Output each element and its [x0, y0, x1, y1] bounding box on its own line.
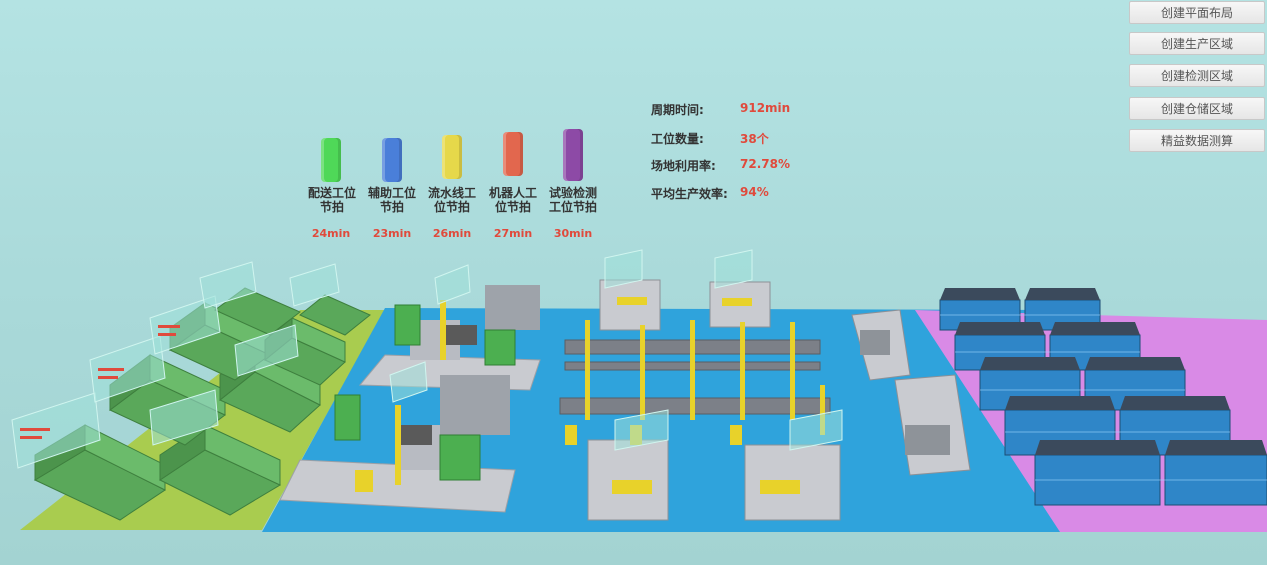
cycle-time-label: 周期时间: [651, 103, 704, 117]
avg-efficiency-value: 94% [740, 185, 769, 199]
legend-label: 机器人工位节拍 [488, 186, 537, 214]
legend-bar-delivery [321, 138, 341, 182]
lean-data-calculation-button[interactable]: 精益数据测算 [1129, 129, 1265, 152]
station-count-value: 38个 [740, 132, 769, 146]
avg-efficiency-label: 平均生产效率: [651, 187, 728, 201]
legend-value: 27min [493, 227, 533, 240]
site-utilization-value: 72.78% [740, 157, 790, 171]
legend-label: 辅助工位节拍 [367, 186, 416, 214]
legend-bar-assembly-line [442, 135, 462, 179]
assembly-lines [559, 249, 843, 521]
green-machine-group [11, 261, 371, 521]
legend-value: 30min [553, 227, 593, 240]
legend-bar-auxiliary [382, 138, 402, 182]
legend-value: 24min [311, 227, 351, 240]
legend-label: 配送工位节拍 [307, 186, 356, 214]
legend-bar-testing [563, 129, 583, 181]
legend-value: 26min [432, 227, 472, 240]
create-storage-area-button[interactable]: 创建仓储区域 [1129, 97, 1265, 120]
cycle-time-value: 912min [740, 101, 791, 115]
legend-label: 流水线工位节拍 [427, 186, 476, 214]
legend-bar-robot [503, 132, 523, 176]
storage-racks [939, 288, 1267, 506]
create-detection-area-button[interactable]: 创建检测区域 [1129, 64, 1265, 87]
legend-value: 23min [372, 227, 412, 240]
station-count-label: 工位数量: [651, 132, 704, 146]
detection-area [851, 309, 971, 476]
site-utilization-label: 场地利用率: [651, 159, 716, 173]
create-production-area-button[interactable]: 创建生产区域 [1129, 32, 1265, 55]
create-floor-layout-button[interactable]: 创建平面布局 [1129, 1, 1265, 24]
production-workshop [279, 264, 541, 513]
legend-label: 试验检测工位节拍 [548, 186, 597, 214]
